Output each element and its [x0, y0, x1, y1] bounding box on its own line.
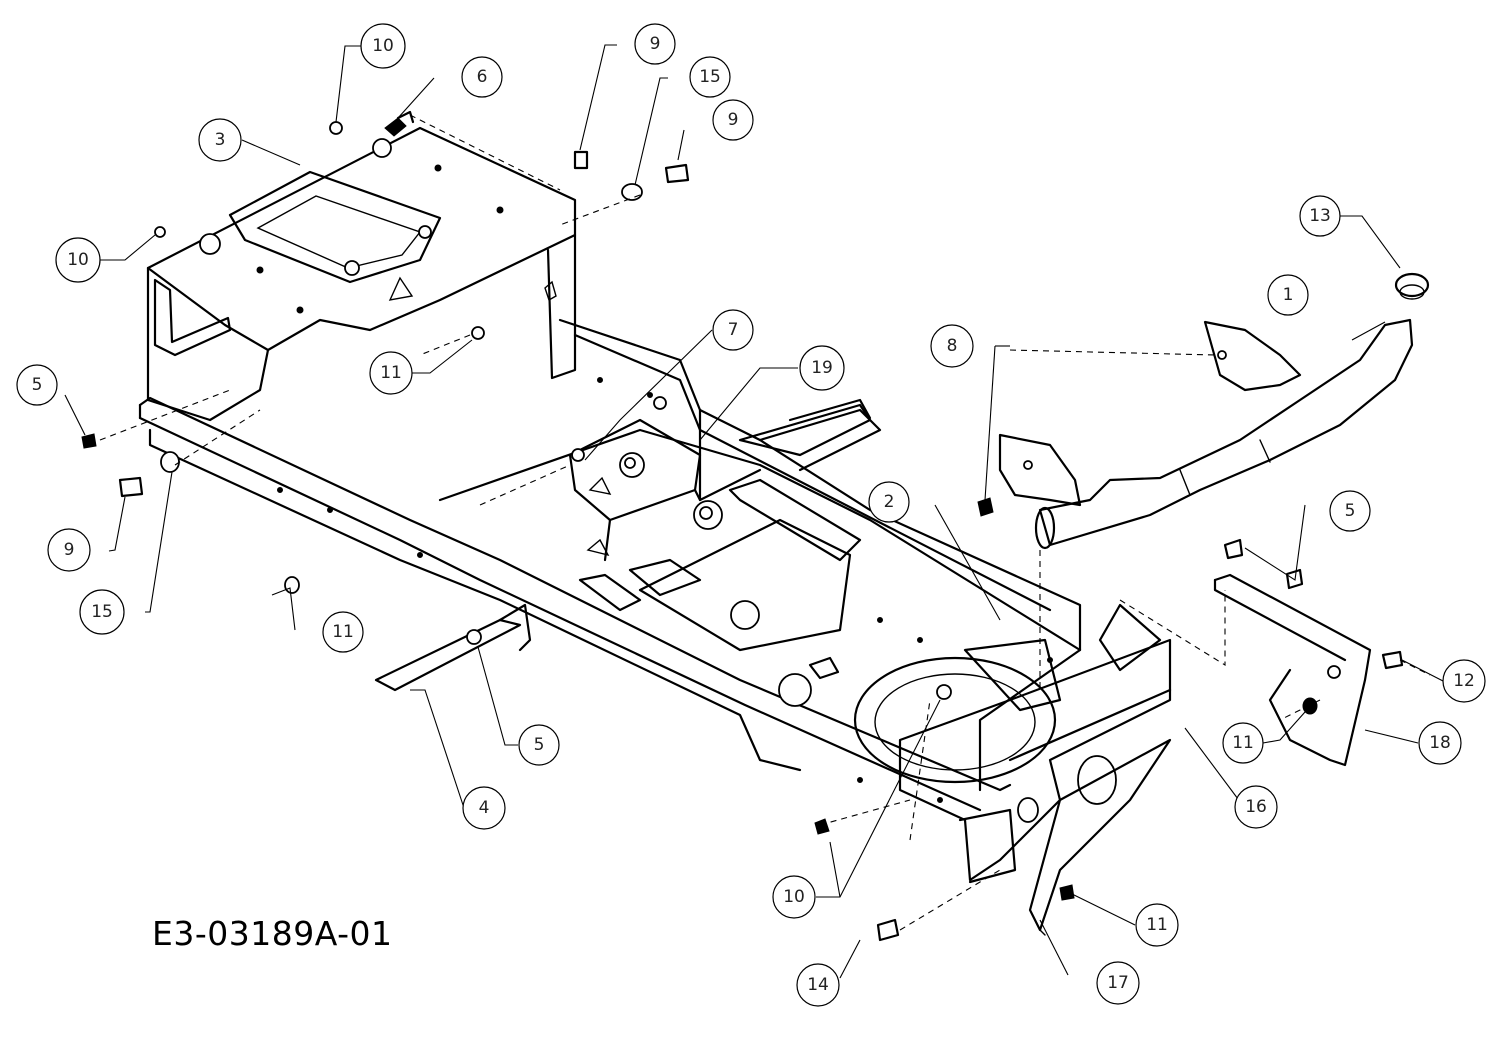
callout-label: 11	[380, 363, 402, 383]
callout-circle	[360, 23, 406, 69]
callout-15-left: 15	[79, 589, 125, 635]
callout-label: 19	[811, 358, 833, 378]
callout-3: 3	[198, 118, 242, 162]
part-4-side-rail	[374, 403, 872, 692]
callout-circle	[689, 56, 731, 98]
callout-label: 1	[1283, 285, 1294, 305]
callout-4: 4	[462, 786, 506, 830]
part-3-dash-plate	[146, 126, 577, 422]
callout-18: 18	[1418, 721, 1462, 765]
callout-label: 6	[477, 67, 488, 87]
callout-19: 19	[799, 345, 845, 391]
callout-circle	[322, 611, 364, 653]
callout-13: 13	[1299, 195, 1341, 237]
callout-circle	[634, 23, 676, 65]
callout-label: 10	[67, 250, 89, 270]
callout-circle	[55, 237, 101, 283]
callout-circle	[462, 786, 506, 830]
callout-label: 15	[91, 602, 113, 622]
callout-label: 10	[783, 887, 805, 907]
callout-label: 11	[1232, 733, 1254, 753]
drawing-number: E3-03189A-01	[152, 914, 393, 953]
callout-9-left: 9	[47, 528, 91, 572]
hardware-fasteners	[81, 110, 1430, 942]
callout-2: 2	[868, 481, 910, 523]
callout-15-top: 15	[689, 56, 731, 98]
callout-label: 5	[1345, 501, 1356, 521]
callout-circle	[1329, 490, 1371, 532]
callout-circle	[1135, 903, 1179, 947]
callout-label: 14	[807, 975, 829, 995]
callout-5-left: 5	[16, 364, 58, 406]
callout-12: 12	[1442, 659, 1486, 703]
callout-circle	[369, 351, 413, 395]
callout-circle	[1267, 274, 1309, 316]
callout-circle	[47, 528, 91, 572]
callout-11-right: 11	[1222, 722, 1264, 764]
callout-9-right: 9	[712, 99, 754, 141]
callout-label: 3	[215, 130, 226, 150]
callout-circle	[712, 99, 754, 141]
callout-circle	[772, 875, 816, 919]
callout-11-left: 11	[322, 611, 364, 653]
callout-label: 15	[699, 67, 721, 87]
callout-17: 17	[1096, 961, 1140, 1005]
callout-circle	[1299, 195, 1341, 237]
callout-label: 11	[1146, 915, 1168, 935]
callout-11-bottom: 11	[1135, 903, 1179, 947]
callout-circle	[799, 345, 845, 391]
callout-8: 8	[930, 324, 974, 368]
callout-7: 7	[712, 309, 754, 351]
callout-circle	[930, 324, 974, 368]
part-18-front-bracket	[1213, 573, 1372, 767]
callout-1: 1	[1267, 274, 1309, 316]
callout-6: 6	[461, 56, 503, 98]
assembly-lines	[99, 114, 1431, 931]
callout-9-top: 9	[634, 23, 676, 65]
callout-16: 16	[1234, 785, 1278, 829]
callout-circle	[796, 963, 840, 1007]
callout-circle	[1234, 785, 1278, 829]
callout-10-top: 10	[360, 23, 406, 69]
callout-label: 18	[1429, 733, 1451, 753]
callout-5-right: 5	[1329, 490, 1371, 532]
callout-label: 17	[1107, 973, 1129, 993]
callout-circle	[1222, 722, 1264, 764]
callout-14: 14	[796, 963, 840, 1007]
callout-circle	[16, 364, 58, 406]
callout-circle	[1096, 961, 1140, 1005]
callout-circle	[461, 56, 503, 98]
callout-label: 5	[534, 735, 545, 755]
callout-label: 7	[728, 320, 739, 340]
callout-label: 8	[947, 336, 958, 356]
callout-circle	[79, 589, 125, 635]
callout-label: 5	[32, 375, 43, 395]
part-7-bracket	[568, 418, 702, 562]
callout-circle	[1418, 721, 1462, 765]
callout-circle	[198, 118, 242, 162]
callout-circle	[518, 724, 560, 766]
callout-10-left: 10	[55, 237, 101, 283]
callout-circle	[868, 481, 910, 523]
callout-label: 16	[1245, 797, 1267, 817]
callout-11-mid: 11	[369, 351, 413, 395]
callout-5-bottom: 5	[518, 724, 560, 766]
callout-label: 9	[728, 110, 739, 130]
callout-10-bottom: 10	[772, 875, 816, 919]
callout-label: 13	[1309, 206, 1331, 226]
callout-label: 9	[64, 540, 75, 560]
leader-lines	[64, 44, 1444, 979]
callout-circle	[1442, 659, 1486, 703]
callout-label: 9	[650, 34, 661, 54]
callout-label: 2	[884, 492, 895, 512]
callout-label: 10	[372, 36, 394, 56]
callout-label: 11	[332, 622, 354, 642]
part-1-front-bumper	[998, 318, 1414, 550]
callout-circle	[712, 309, 754, 351]
callout-label: 4	[479, 798, 490, 818]
part-17-rear-plate	[1028, 738, 1172, 936]
callout-label: 12	[1453, 671, 1475, 691]
